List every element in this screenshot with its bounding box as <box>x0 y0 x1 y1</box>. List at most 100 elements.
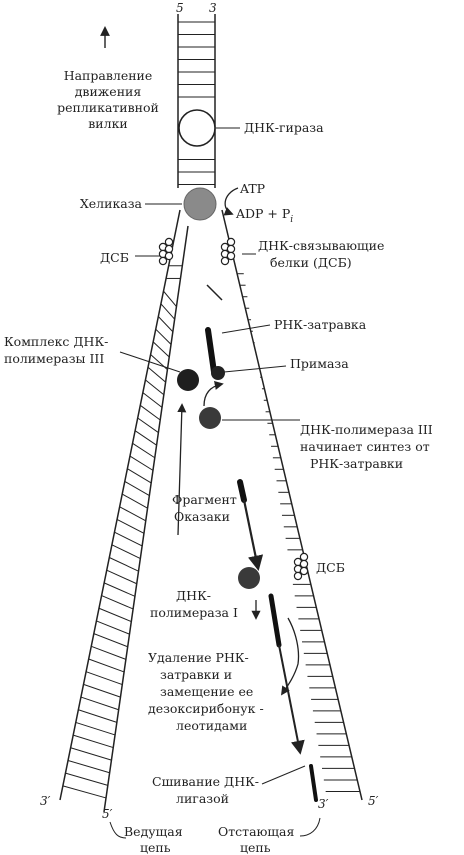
base-pair-rung <box>67 759 110 774</box>
lagging-strand-label-1: Отстающая <box>218 824 294 839</box>
pol3-curve-arrow-icon <box>203 380 224 407</box>
end-label-top-right: 3 <box>209 1 217 15</box>
pol1-label-1: ДНК- <box>176 588 211 603</box>
pol3-start-label-3: РНК-затравки <box>310 456 403 471</box>
okazaki-primer-mark <box>237 479 247 503</box>
pol3-complex-label-2: полимеразы III <box>4 351 104 366</box>
ssb-protein-icon <box>226 237 236 247</box>
base-pair-rung <box>70 747 112 761</box>
base-pair-rung <box>65 772 108 786</box>
base-pair-rung <box>132 442 156 459</box>
base-pair-rung <box>96 620 130 635</box>
base-pair-rung <box>157 316 174 333</box>
ssb-lower-label: ДСБ <box>316 560 345 575</box>
pol3-icon <box>199 407 221 429</box>
okazaki-label-2: Оказаки <box>174 509 230 524</box>
removal-label-2: затравки и <box>160 667 232 682</box>
base-pair-rung <box>73 734 114 749</box>
rna-primer-mark <box>205 327 217 375</box>
end-label-bottom-right-5: 5′ <box>368 794 379 808</box>
pol1-icon <box>238 567 260 589</box>
ssb-protein-icon <box>293 571 303 581</box>
ssb-left-label: ДСБ <box>100 250 129 265</box>
ssb-protein-icon <box>164 244 174 254</box>
base-pair-rung <box>114 531 143 547</box>
base-pair-rung <box>134 430 157 446</box>
base-pair-rung <box>111 544 141 560</box>
direction-label-4: вилки <box>88 116 127 131</box>
end-label-bottom-left-5: 5′ <box>102 807 113 821</box>
lagging-inner-segment <box>206 284 223 301</box>
base-pair-rung <box>75 721 116 736</box>
base-pair-rung <box>98 607 132 623</box>
base-pair-rung <box>139 404 161 421</box>
ssb-protein-icon <box>164 251 174 261</box>
ssb-protein-icon <box>164 237 174 247</box>
lagging-primer-mark <box>268 593 282 648</box>
direction-label-2: движения <box>75 84 142 99</box>
base-pair-rung <box>160 303 176 320</box>
base-pair-rung <box>78 709 118 723</box>
base-pair-rung <box>85 671 123 686</box>
removal-label-1: Удаление РНК- <box>148 650 249 665</box>
ssb-protein-icon <box>299 559 309 569</box>
base-pair-rung <box>109 557 139 572</box>
ssb-protein-icon <box>299 566 309 576</box>
base-pair-rung <box>124 480 150 496</box>
base-pair-rung <box>142 392 163 408</box>
base-pair-rung <box>121 493 148 509</box>
ssb-protein-icon <box>226 244 236 254</box>
lagging-strand-label-2: цепь <box>240 840 271 855</box>
helicase-label: Хеликаза <box>80 196 143 211</box>
base-pair-rung <box>116 519 145 534</box>
gyrase-label: ДНК-гираза <box>244 120 324 135</box>
primase-label: Примаза <box>290 356 349 371</box>
base-pair-rung <box>152 341 170 358</box>
pol3-complex-label-1: Комплекс ДНК- <box>4 334 108 349</box>
base-pair-rung <box>88 658 125 673</box>
base-pair-rung <box>91 645 127 660</box>
ssb-cluster-lower-icon <box>293 552 309 581</box>
dna-ladders <box>59 14 363 813</box>
base-pair-rung <box>101 595 134 610</box>
direction-label-1: Направление <box>64 68 153 83</box>
base-pair-rung <box>129 455 154 471</box>
helicase-icon <box>183 187 217 221</box>
base-pair-rung <box>127 468 152 484</box>
gyrase-icon <box>178 109 216 147</box>
leading-synthesis-arrow-icon <box>177 403 187 536</box>
pol3-start-label-2: начинает синтез от <box>300 439 430 454</box>
removal-curve-arrow-icon <box>280 617 300 696</box>
atp-label: ATP <box>239 181 265 196</box>
ssb-cluster-right-icon <box>220 237 236 266</box>
okazaki-label-1: Фрагмент <box>172 492 237 507</box>
base-pair-rung <box>62 785 107 799</box>
removal-label-4: дезоксирибонук - <box>148 701 264 716</box>
end-label-bottom-left-3: 3′ <box>40 794 51 808</box>
base-pair-rung <box>93 633 128 648</box>
base-pair-rung <box>103 582 136 597</box>
leading-strand-label-2: цепь <box>140 840 171 855</box>
ssb-protein-icon <box>220 256 230 266</box>
leading-new-strand <box>103 225 189 813</box>
atp-curve-arrow-icon <box>223 187 239 216</box>
primase-icon <box>211 366 225 380</box>
pol3-complex-icon <box>177 369 199 391</box>
base-pair-rung <box>80 696 119 711</box>
removal-label-3: замещение ее <box>160 684 253 699</box>
ssb-protein-icon <box>226 251 236 261</box>
ssb-protein-icon <box>158 256 168 266</box>
adp-label: ADP + Pi <box>235 206 293 225</box>
rna-primer-label: РНК-затравка <box>274 317 367 332</box>
ligase-fragment-mark <box>309 764 318 802</box>
ssb-cluster-left-icon <box>158 237 174 266</box>
end-label-bottom-right-3: 3′ <box>318 797 329 811</box>
direction-label-3: репликативной <box>57 100 159 115</box>
base-pair-rung <box>147 366 166 383</box>
base-pair-rung <box>137 417 159 433</box>
base-pair-rung <box>145 379 165 396</box>
base-pair-rung <box>163 290 177 307</box>
ligase-label-2: лигазой <box>176 791 229 806</box>
